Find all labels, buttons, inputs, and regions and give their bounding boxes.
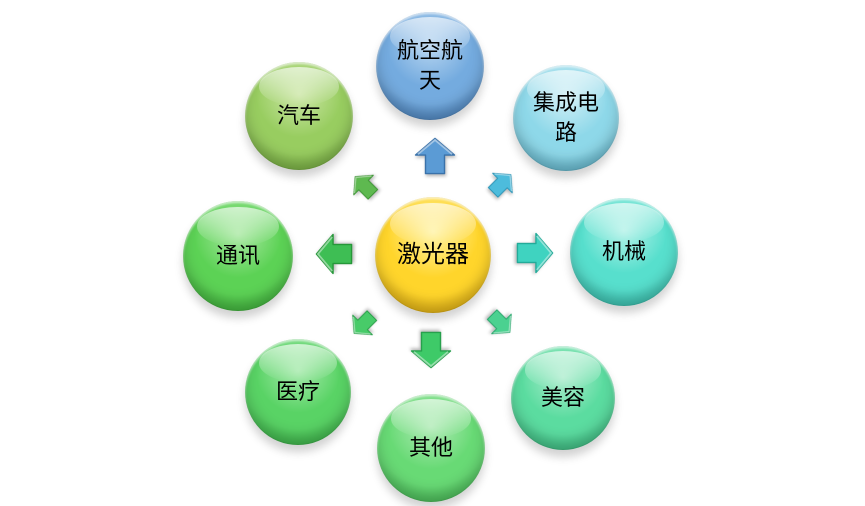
block-arrow-icon [410, 331, 452, 369]
block-arrow-icon [352, 310, 378, 336]
arrow-down-icon [410, 331, 452, 369]
node-integrated-circuits: 集成电路 [513, 65, 619, 171]
node-communication: 通讯 [183, 201, 293, 311]
node-other: 其他 [377, 394, 485, 502]
node-label: 其他 [408, 435, 453, 461]
block-arrow-shape [516, 232, 554, 274]
node-aerospace: 航空航天 [376, 12, 484, 120]
node-label: 集成电路 [532, 90, 599, 145]
arrow-gloss-line [536, 235, 553, 271]
arrow-down-right-icon [481, 303, 521, 343]
node-label: 通讯 [215, 243, 260, 269]
arrow-left-icon [315, 233, 353, 275]
block-arrow-shape [353, 174, 379, 200]
block-arrow-shape [414, 137, 456, 175]
arrow-down-left-icon [343, 304, 383, 344]
block-arrow-icon [486, 309, 512, 335]
node-machinery: 机械 [570, 198, 678, 306]
block-arrow-shape [410, 331, 452, 369]
block-arrow-shape [315, 233, 353, 275]
arrow-gloss-line [353, 175, 372, 194]
node-medical: 医疗 [245, 339, 351, 445]
node-laser-center: 激光器 [375, 197, 491, 313]
arrow-up-icon [414, 137, 456, 175]
arrow-gloss-line [417, 138, 453, 155]
arrow-gloss-line [352, 316, 371, 335]
arrow-up-right-icon [482, 163, 522, 203]
block-arrow-icon [487, 172, 513, 198]
node-label: 美容 [540, 385, 585, 411]
block-arrow-icon [414, 137, 456, 175]
block-arrow-shape [487, 172, 513, 198]
block-arrow-icon [516, 232, 554, 274]
arrow-up-left-icon [344, 165, 384, 205]
block-arrow-shape [486, 309, 512, 335]
arrow-right-icon [516, 232, 554, 274]
arrow-gloss-line [316, 236, 333, 272]
node-beauty: 美容 [511, 346, 615, 450]
arrow-gloss-line [493, 315, 512, 334]
node-label: 医疗 [275, 379, 320, 405]
block-arrow-icon [353, 174, 379, 200]
node-label: 汽车 [276, 103, 321, 129]
arrow-gloss-line [494, 173, 513, 192]
node-automobile: 汽车 [245, 62, 353, 170]
arrow-gloss-line [413, 351, 449, 368]
node-label: 机械 [601, 239, 646, 265]
node-label: 航空航天 [396, 38, 463, 93]
center-node-label: 激光器 [396, 240, 469, 268]
block-arrow-icon [315, 233, 353, 275]
block-arrow-shape [352, 310, 378, 336]
